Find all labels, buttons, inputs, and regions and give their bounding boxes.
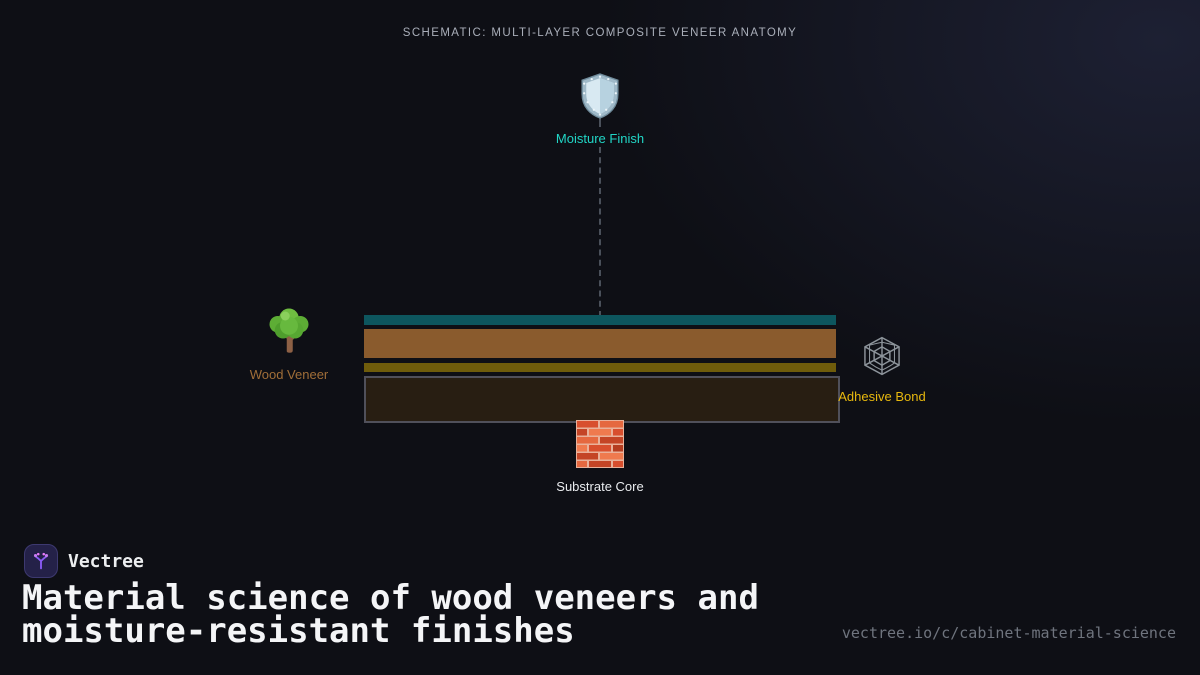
adhesive-layer <box>364 363 836 372</box>
tree-icon <box>265 306 313 356</box>
shield-icon <box>578 72 622 120</box>
brand-name: Vectree <box>68 551 144 572</box>
finish-connector-line <box>599 116 601 127</box>
adhesive-bond-label: Adhesive Bond <box>838 389 926 404</box>
finish-connector-line <box>599 147 601 317</box>
veneer-layer <box>364 329 836 358</box>
substrate-core-label: Substrate Core <box>556 479 644 494</box>
brick-icon <box>576 420 624 468</box>
callout-adhesive-bond: Adhesive Bond <box>812 334 952 404</box>
callout-wood-veneer: Wood Veneer <box>239 306 339 382</box>
substrate-layer <box>364 376 840 423</box>
wood-veneer-label: Wood Veneer <box>249 367 329 382</box>
vectree-logo-glyph <box>33 552 49 570</box>
layer-stack <box>364 315 840 423</box>
spider-web-icon <box>861 334 903 378</box>
vectree-logo <box>24 544 58 578</box>
page-url: vectree.io/c/cabinet-material-science <box>841 624 1176 642</box>
callout-moisture-finish: Moisture Finish <box>500 72 700 146</box>
moisture-finish-label: Moisture Finish <box>555 131 645 146</box>
page-title: Material science of wood veneers and moi… <box>22 578 759 651</box>
finish-layer <box>364 315 836 325</box>
callout-substrate-core: Substrate Core <box>540 420 660 494</box>
schematic-title: SCHEMATIC: MULTI-LAYER COMPOSITE VENEER … <box>402 27 798 39</box>
